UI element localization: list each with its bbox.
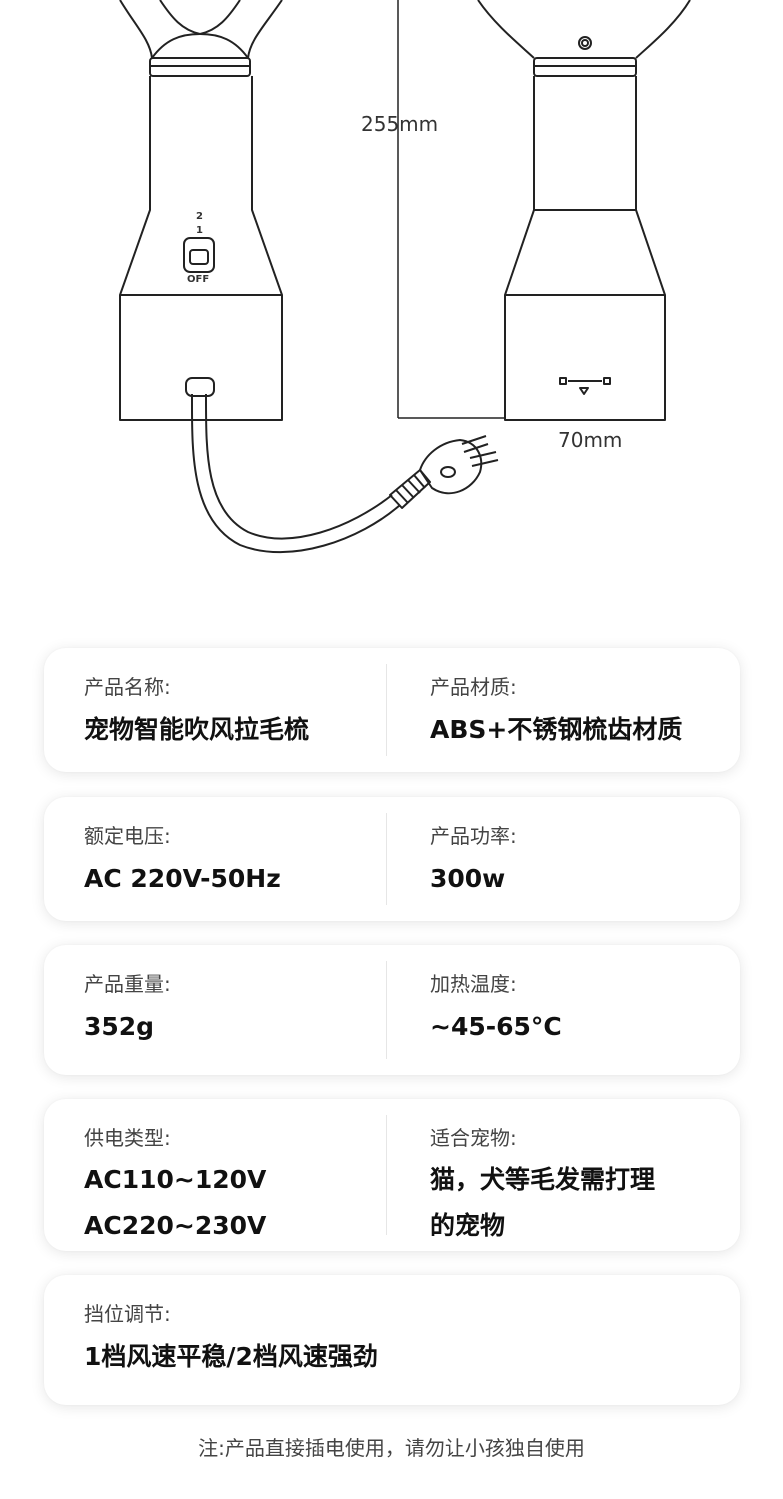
spec-weight: 产品重量: 352g — [84, 945, 384, 1075]
spec-label: 供电类型: — [84, 1126, 171, 1150]
switch-label-2: 2 — [196, 211, 203, 222]
spec-value: AC110~120V — [84, 1165, 267, 1194]
switch-label-1: 1 — [196, 225, 203, 236]
spec-card-weight-temp: 产品重量: 352g 加热温度: ~45-65°C — [44, 945, 740, 1075]
spec-label: 挡位调节: — [84, 1302, 171, 1326]
card-divider — [386, 813, 387, 905]
spec-value: AC220~230V — [84, 1211, 267, 1240]
spec-value: 宠物智能吹风拉毛梳 — [84, 715, 310, 744]
card-divider — [386, 664, 387, 756]
product-diagram: 255mm 70mm 2 1 OFF — [0, 0, 783, 620]
spec-label: 产品名称: — [84, 675, 171, 699]
spec-card-gears: 挡位调节: 1档风速平稳/2档风速强劲 — [44, 1275, 740, 1405]
spec-value: ~45-65°C — [430, 1012, 562, 1041]
card-divider — [386, 1115, 387, 1235]
spec-label: 加热温度: — [430, 972, 517, 996]
spec-value: 猫，犬等毛发需打理 — [430, 1165, 656, 1194]
spec-suitable-pets: 适合宠物: 猫，犬等毛发需打理 的宠物 — [430, 1099, 730, 1251]
spec-label: 产品重量: — [84, 972, 171, 996]
spec-value: 的宠物 — [430, 1211, 506, 1240]
spec-card-voltage-power: 额定电压: AC 220V-50Hz 产品功率: 300w — [44, 797, 740, 921]
spec-value: 300w — [430, 864, 506, 893]
spec-value: AC 220V-50Hz — [84, 864, 281, 893]
spec-gear-adjustment: 挡位调节: 1档风速平稳/2档风速强劲 — [84, 1275, 704, 1405]
spec-heating-temp: 加热温度: ~45-65°C — [430, 945, 730, 1075]
spec-card-supply-pets: 供电类型: AC110~120V AC220~230V 适合宠物: 猫，犬等毛发… — [44, 1099, 740, 1251]
spec-value: 352g — [84, 1012, 155, 1041]
spec-power-supply: 供电类型: AC110~120V AC220~230V — [84, 1099, 384, 1251]
spec-value: 1档风速平稳/2档风速强劲 — [84, 1342, 378, 1371]
usage-note: 注:产品直接插电使用，请勿让小孩独自使用 — [198, 1436, 585, 1460]
spec-label: 适合宠物: — [430, 1126, 517, 1150]
product-drawing — [119, 0, 691, 554]
spec-product-material: 产品材质: ABS+不锈钢梳齿材质 — [430, 648, 730, 772]
spec-rated-voltage: 额定电压: AC 220V-50Hz — [84, 797, 384, 921]
spec-value: ABS+不锈钢梳齿材质 — [430, 715, 683, 744]
height-dimension-label: 255mm — [361, 112, 439, 136]
spec-product-name: 产品名称: 宠物智能吹风拉毛梳 — [84, 648, 384, 772]
width-dimension-label: 70mm — [558, 428, 623, 452]
spec-power: 产品功率: 300w — [430, 797, 730, 921]
switch-label-off: OFF — [187, 274, 210, 285]
spec-label: 产品功率: — [430, 824, 517, 848]
spec-label: 产品材质: — [430, 675, 517, 699]
card-divider — [386, 961, 387, 1059]
spec-card-name-material: 产品名称: 宠物智能吹风拉毛梳 产品材质: ABS+不锈钢梳齿材质 — [44, 648, 740, 772]
spec-label: 额定电压: — [84, 824, 171, 848]
